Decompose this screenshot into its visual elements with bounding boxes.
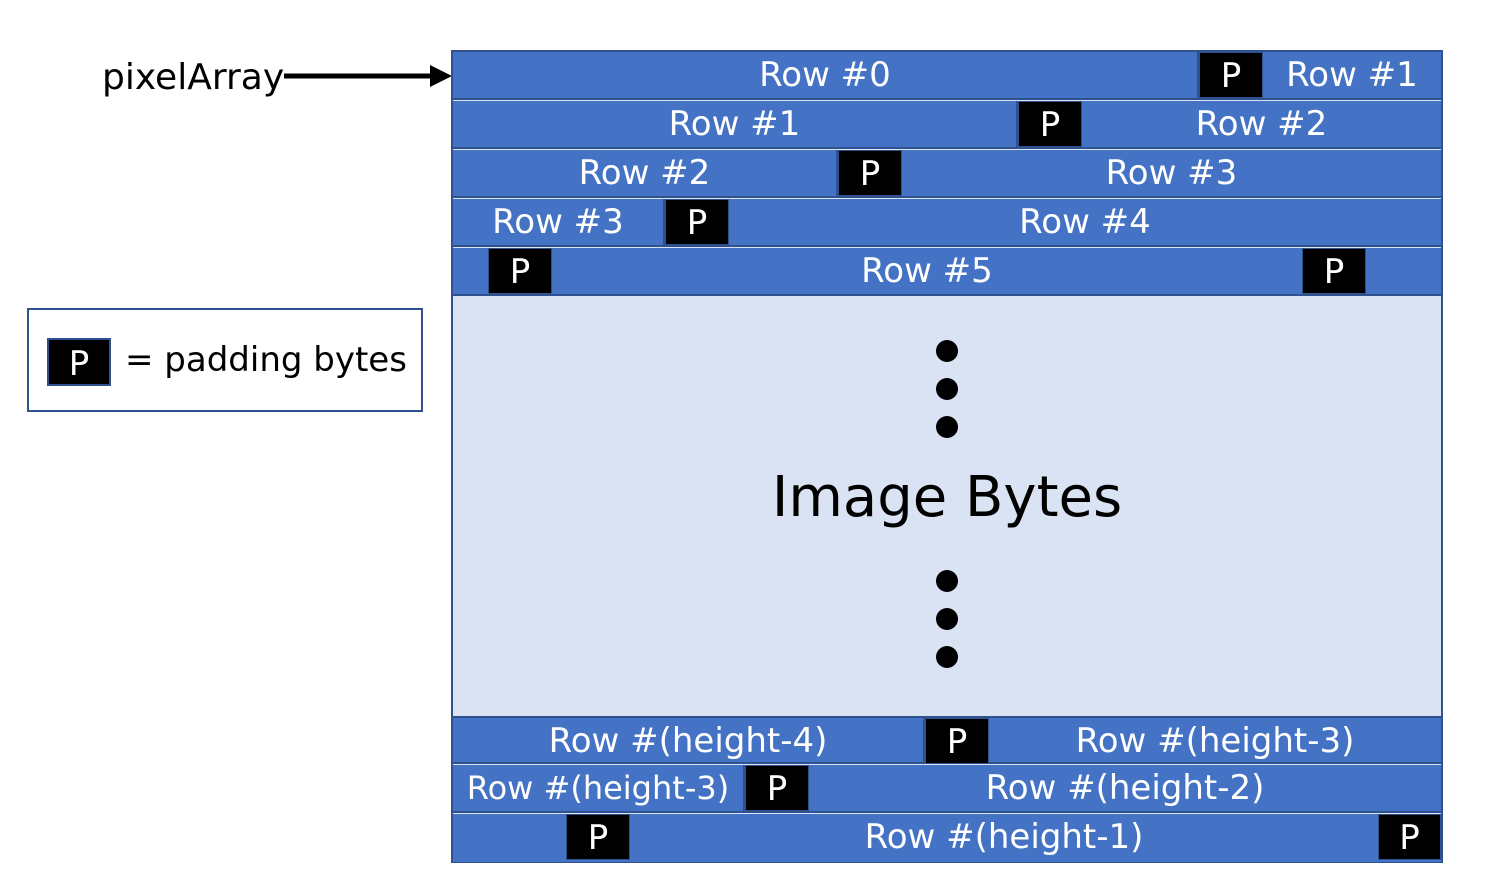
memory-row-h1: P Row #(height-1) P: [453, 814, 1441, 862]
memory-row-4: P Row #5 P: [453, 248, 1441, 296]
row-segment: Row #2: [453, 150, 838, 196]
row-segment: Row #3: [1105, 153, 1238, 193]
padding-bytes: P: [838, 150, 902, 196]
row-segment: Row #2: [1195, 104, 1328, 144]
row-segment-tail: [453, 248, 488, 294]
ellipsis-dot: [936, 570, 958, 592]
ellipsis-dot: [936, 608, 958, 630]
row-segment: Row #(height-2): [985, 768, 1265, 808]
row-segment: Row #0: [453, 52, 1199, 98]
padding-bytes: P: [745, 765, 809, 811]
legend-padding-swatch: P: [47, 338, 111, 386]
memory-row-2: Row #2 P Row #3: [453, 150, 1441, 198]
row-segment: Row #1: [453, 101, 1018, 147]
row-segment: Row #(height-3): [1075, 721, 1355, 761]
row-segment: Row #(height-1): [864, 817, 1144, 857]
memory-row-0: Row #0 P Row #1: [453, 52, 1441, 100]
padding-bytes: P: [1199, 52, 1263, 98]
memory-row-3: Row #3 P Row #4: [453, 199, 1441, 247]
padding-bytes: P: [925, 718, 989, 764]
padding-bytes: P: [665, 199, 729, 245]
memory-row-h4: Row #(height-4) P Row #(height-3): [453, 716, 1441, 764]
ellipsis-dot: [936, 646, 958, 668]
row-segment: Row #(height-3): [453, 765, 745, 811]
ellipsis-dot: [936, 340, 958, 362]
legend-text: = padding bytes: [125, 340, 407, 380]
row-segment: Row #4: [1019, 202, 1151, 242]
pixel-array-grid: Row #0 P Row #1 Row #1 P Row #2 Row #2 P…: [451, 50, 1443, 863]
padding-bytes: P: [488, 248, 552, 294]
image-bytes-label: Image Bytes: [771, 465, 1123, 530]
row-segment: Row #1: [1286, 55, 1418, 95]
padding-bytes: P: [1302, 248, 1366, 294]
memory-row-1: Row #1 P Row #2: [453, 101, 1441, 149]
padding-bytes: P: [1018, 101, 1082, 147]
pixel-array-label: pixelArray: [102, 57, 285, 98]
padding-bytes: P: [1378, 814, 1441, 860]
ellipsis-dot: [936, 416, 958, 438]
row-segment: Row #(height-4): [453, 718, 925, 764]
ellipsis-dot: [936, 378, 958, 400]
row-segment-tail: [453, 814, 566, 860]
pointer-arrow-icon: [284, 65, 452, 87]
row-segment: Row #3: [453, 199, 665, 245]
row-segment: Row #5: [861, 251, 993, 291]
legend: P = padding bytes: [27, 308, 423, 412]
padding-bytes: P: [566, 814, 630, 860]
image-bytes-region: Image Bytes: [453, 298, 1441, 716]
memory-row-h3: Row #(height-3) P Row #(height-2): [453, 765, 1441, 813]
